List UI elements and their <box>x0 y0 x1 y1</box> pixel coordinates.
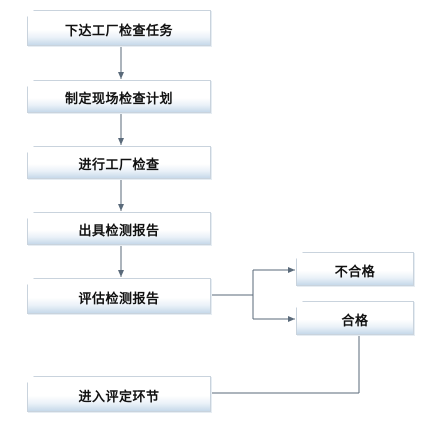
step-label: 制定现场检查计划 <box>64 92 173 107</box>
outcome-label: 合格 <box>341 313 369 329</box>
outcome-pass: 合格 <box>296 301 414 335</box>
step-enter-assessment: 进入评定环节 <box>27 376 211 412</box>
page-fold-icon <box>27 278 34 285</box>
step-issue-test-report: 出具检测报告 <box>27 212 211 245</box>
page-fold-icon <box>296 252 303 259</box>
step-conduct-factory-inspection: 进行工厂检查 <box>27 146 211 179</box>
step-evaluate-test-report: 评估检测报告 <box>27 278 211 314</box>
outcome-label: 不合格 <box>334 264 376 280</box>
page-fold-icon <box>27 146 34 153</box>
page-fold-icon <box>27 80 34 87</box>
page-fold-icon <box>27 10 34 17</box>
step-label: 评估检测报告 <box>78 291 160 307</box>
page-fold-icon <box>27 376 34 383</box>
step-label: 进行工厂检查 <box>78 158 160 173</box>
step-label: 出具检测报告 <box>78 224 160 239</box>
step-label: 进入评定环节 <box>78 389 160 405</box>
page-fold-icon <box>296 301 303 308</box>
step-issue-inspection-task: 下达工厂检查任务 <box>27 10 211 46</box>
page-fold-icon <box>27 212 34 219</box>
outcome-fail: 不合格 <box>296 252 414 286</box>
step-label: 下达工厂检查任务 <box>64 23 173 39</box>
step-make-inspection-plan: 制定现场检查计划 <box>27 80 211 113</box>
